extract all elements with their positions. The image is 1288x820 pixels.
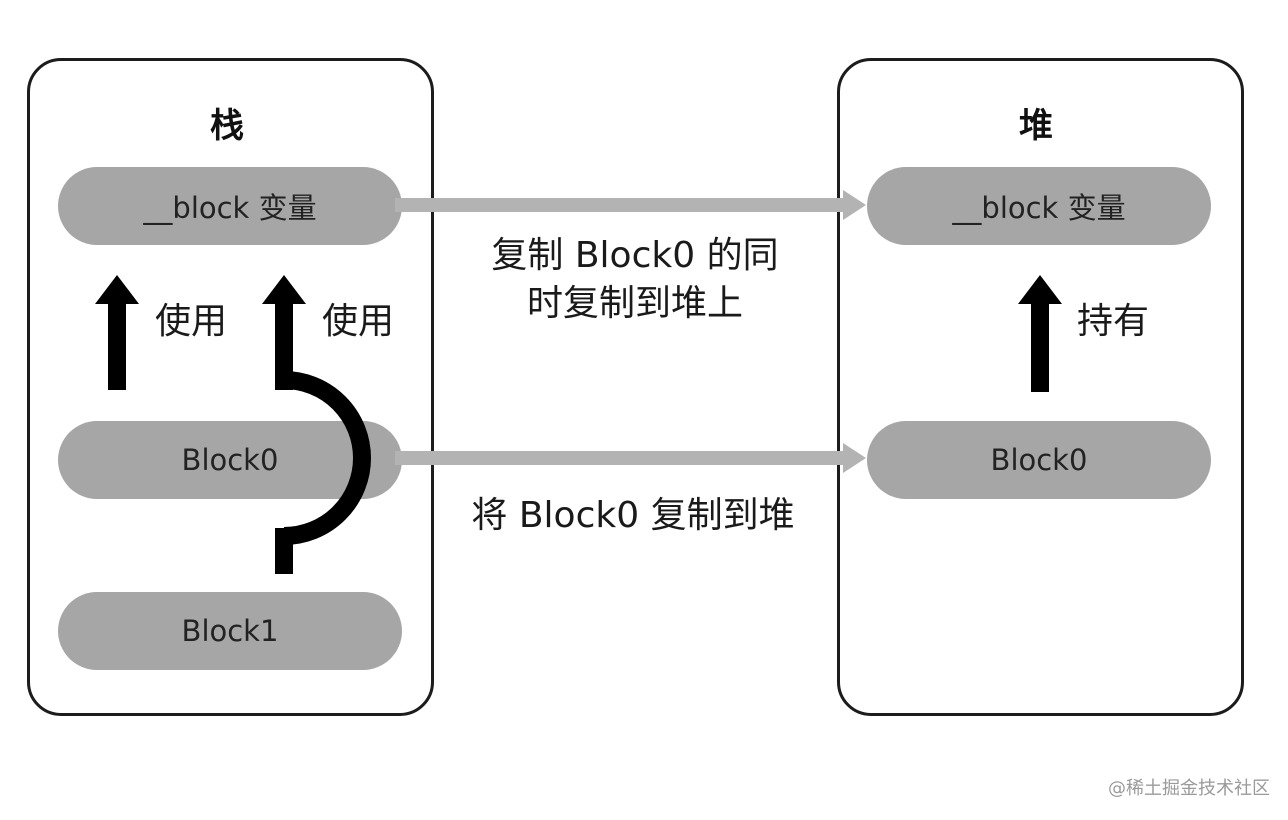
use-arrow-1 <box>95 275 139 390</box>
stack-block-variable: __block 变量 <box>58 167 402 245</box>
heap-block-variable: __block 变量 <box>867 167 1211 245</box>
stack-title: 栈 <box>210 106 244 146</box>
heap-title: 堆 <box>1019 106 1053 146</box>
watermark: @稀土掘金技术社区 <box>1108 778 1270 799</box>
use-label-2: 使用 <box>322 301 395 342</box>
connector-block-variable <box>395 190 866 220</box>
copy-block-caption: 将 Block0 复制到堆 <box>471 495 795 536</box>
use-label-1: 使用 <box>155 301 228 342</box>
stack-block0: Block0 <box>58 421 402 499</box>
hold-label: 持有 <box>1077 301 1150 342</box>
copy-variable-caption: 复制 Block0 的同 时复制到堆上 <box>440 232 830 328</box>
stack-block1: Block1 <box>58 592 402 670</box>
copy-variable-caption-line2: 时复制到堆上 <box>526 283 743 324</box>
heap-block0: Block0 <box>867 421 1211 499</box>
use-arrow-2 <box>262 275 371 574</box>
hold-arrow <box>1018 275 1062 392</box>
connector-block0 <box>395 443 866 473</box>
copy-variable-caption-line1: 复制 Block0 的同 <box>491 235 779 276</box>
